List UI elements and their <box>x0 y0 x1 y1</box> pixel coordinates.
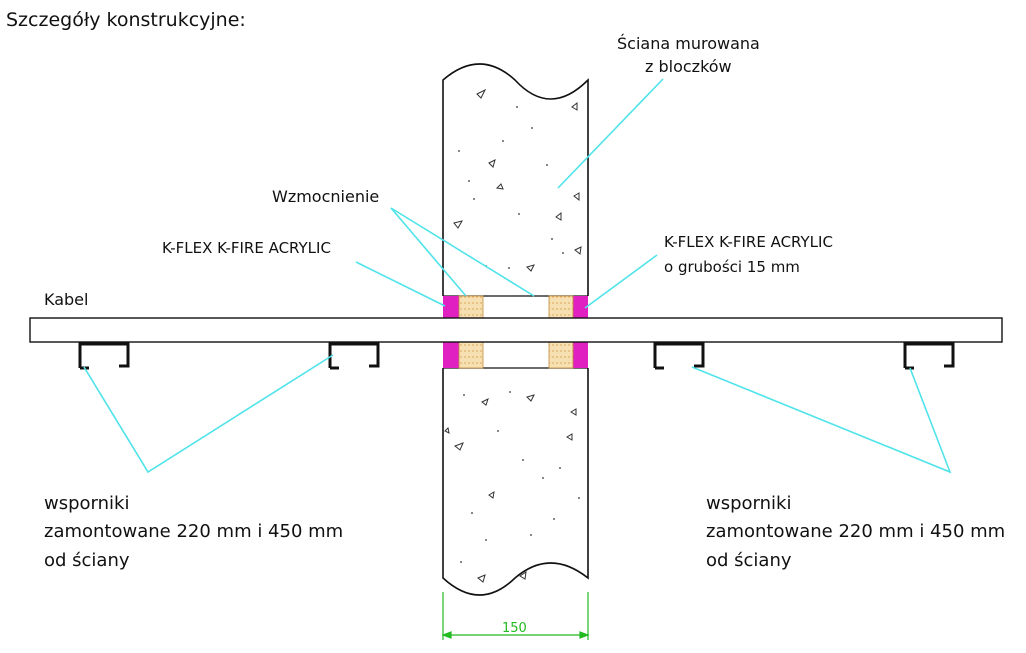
wall-lower <box>442 368 589 596</box>
bracket-3 <box>653 342 705 370</box>
bracket-2 <box>328 342 380 370</box>
leader-reinforcement-right <box>390 207 535 297</box>
label-brackets-left-line3: od ściany <box>44 550 130 571</box>
label-brackets-right-line3: od ściany <box>706 550 792 571</box>
leader-wall <box>557 78 664 189</box>
label-kflex-left: K-FLEX K-FIRE ACRYLIC <box>162 239 331 257</box>
leader-kflex-right <box>584 254 658 309</box>
leader-reinforcement-left <box>390 207 467 297</box>
cable <box>29 317 1003 343</box>
reinforcement-upper-right <box>548 295 574 319</box>
wall-dots-upper <box>458 106 564 269</box>
reinforcement-lower-right <box>548 341 574 369</box>
leader-lines <box>83 78 952 474</box>
wall-texture-upper <box>453 88 582 272</box>
label-wall-line2: z bloczków <box>645 57 732 76</box>
label-brackets-right-line1: wsporniki <box>706 493 791 514</box>
wall-dots-lower <box>460 391 580 563</box>
reinforcement-upper-left <box>458 295 484 319</box>
wall-texture-lower <box>444 394 577 583</box>
leader-kflex-left <box>355 261 446 307</box>
label-kflex-right-line1: K-FLEX K-FIRE ACRYLIC <box>664 233 833 251</box>
leader-brackets-left <box>83 354 334 474</box>
label-brackets-right-line2: zamontowane 220 mm i 450 mm <box>706 521 1005 542</box>
diagram-title: Szczegóły konstrukcyjne: <box>6 9 246 31</box>
bracket-1 <box>78 342 130 370</box>
sealant-lower-right <box>573 342 588 368</box>
reinforcement-lower-left <box>458 341 484 369</box>
sealant-upper-left <box>443 296 459 318</box>
dimension-marker <box>441 592 590 640</box>
label-reinforcement: Wzmocnienie <box>272 187 379 206</box>
bracket-4 <box>903 342 955 370</box>
leader-brackets-right <box>691 366 952 474</box>
label-cable: Kabel <box>44 290 88 309</box>
label-brackets-left-line2: zamontowane 220 mm i 450 mm <box>44 521 343 542</box>
sealant-upper-right <box>573 296 588 318</box>
dimension-label: 150 <box>502 621 527 636</box>
wall-upper <box>442 63 589 296</box>
label-wall-line1: Ściana murowana <box>617 34 760 53</box>
label-kflex-right-line2: o grubości 15 mm <box>664 258 800 276</box>
label-brackets-left-line1: wsporniki <box>44 493 129 514</box>
sealant-lower-left <box>443 342 459 368</box>
